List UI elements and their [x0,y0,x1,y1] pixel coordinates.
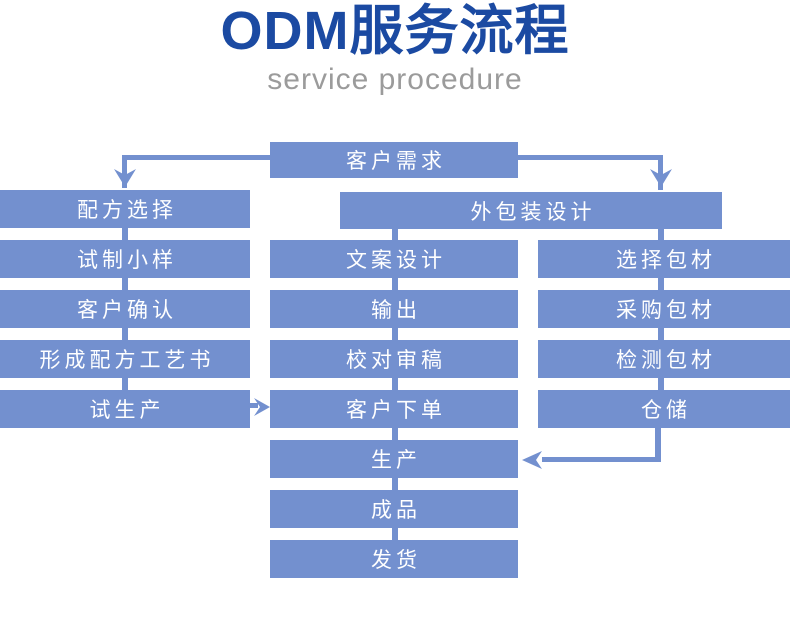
node-finished-product: 成品 [270,490,518,528]
connector-line [122,155,127,188]
node-packaging-testing: 检测包材 [538,340,790,378]
node-delivery: 发货 [270,540,518,578]
connector-line [122,228,128,240]
connector-line [658,378,664,390]
node-formula-selection: 配方选择 [0,190,250,228]
node-customer-demand: 客户需求 [270,142,518,178]
connector-line [658,229,664,240]
connector-line [518,155,663,160]
node-customer-confirmation: 客户确认 [0,290,250,328]
node-packaging-selection: 选择包材 [538,240,790,278]
node-warehousing: 仓储 [538,390,790,428]
connector-line [658,155,663,190]
connector-line [392,278,398,290]
connector-line [392,478,398,490]
node-output: 输出 [270,290,518,328]
connector-line [122,378,128,390]
connector-line [392,428,398,440]
connector-line [392,328,398,340]
connector-line [250,403,258,408]
connector-line [542,457,661,462]
node-production: 生产 [270,440,518,478]
page-title: ODM服务流程 [220,1,570,61]
node-customer-order: 客户下单 [270,390,518,428]
node-outer-packaging-design: 外包装设计 [340,192,722,229]
node-formula-process-document: 形成配方工艺书 [0,340,250,378]
connector-line [392,229,398,240]
node-proofreading: 校对审稿 [270,340,518,378]
connector-line [122,155,270,160]
arrow-down-icon [114,169,136,187]
node-packaging-purchase: 采购包材 [538,290,790,328]
connector-line [122,328,128,340]
arrow-left-icon [522,451,542,469]
connector-line [655,428,661,462]
connector-line [392,528,398,540]
node-copywriting-design: 文案设计 [270,240,518,278]
connector-line [122,278,128,290]
connector-line [392,378,398,390]
connector-line [658,278,664,290]
arrow-right-icon [254,398,270,416]
connector-line [658,328,664,340]
node-trial-sample: 试制小样 [0,240,250,278]
page-subtitle: service procedure [267,63,523,96]
arrow-down-icon [650,169,672,187]
node-trial-production: 试生产 [0,390,250,428]
